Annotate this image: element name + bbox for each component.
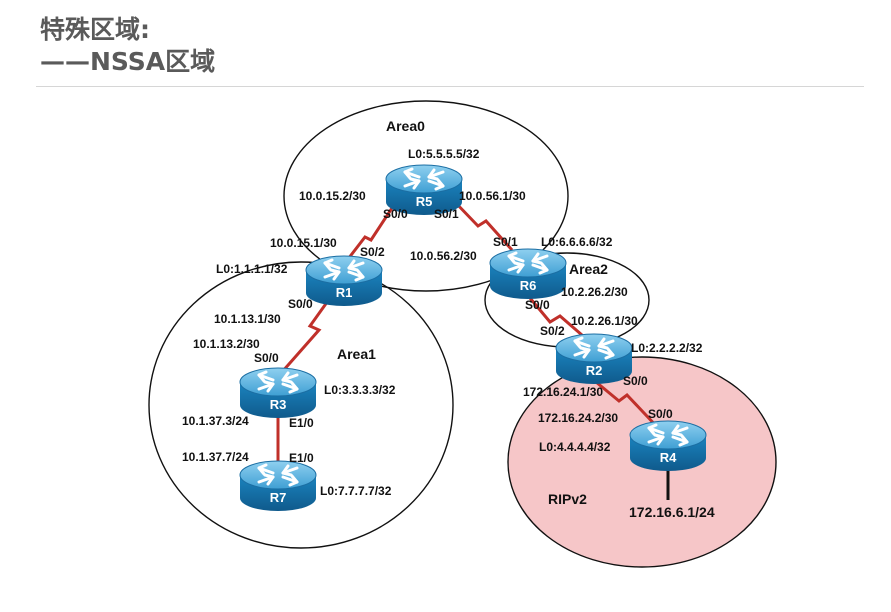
r1-loopback: L0:1.1.1.1/32 [216,262,288,276]
router-r5[interactable]: R5 [384,163,464,217]
r3-r7-link-ip: 10.1.37.3/24 [182,414,249,428]
r2-r4-link-interface: S0/0 [623,374,648,388]
router-r1-name: R1 [336,285,353,300]
router-r2-name: R2 [586,363,603,378]
rip-domain-label: RIPv2 [548,491,587,507]
r5-r6-link-interface: S0/1 [434,207,459,221]
r2-r4-link-ip: 172.16.24.1/30 [523,385,603,399]
area1-ellipse [148,261,454,549]
router-r5-name: R5 [416,194,433,209]
r4-r2-link-interface: S0/0 [648,407,673,421]
external-network-label: 172.16.6.1/24 [629,504,715,520]
r5-r1-link-ip: 10.0.15.2/30 [299,189,366,203]
router-r6-name: R6 [520,278,537,293]
r6-r2-link-interface: S0/0 [525,298,550,312]
header-divider [36,86,864,87]
link-r6-r2 [528,297,591,344]
r6-r2-link-ip: 10.2.26.2/30 [561,285,628,299]
r6-r5-link-interface: S0/1 [493,235,518,249]
title-line-1: 特殊区域: [40,15,150,44]
r3-r1-link-ip: 10.1.13.2/30 [193,337,260,351]
r4-r2-link-ip: 172.16.24.2/30 [538,411,618,425]
router-r2[interactable]: R2 [554,332,634,386]
router-r7-name: R7 [270,490,287,505]
link-r1-r5 [343,204,396,264]
router-r1[interactable]: R1 [304,254,384,308]
router-r6[interactable]: R6 [488,247,568,301]
r5-r6-link-ip: 10.0.56.1/30 [459,189,526,203]
router-r7[interactable]: R7 [238,459,318,513]
r3-r7-link-interface: E1/0 [289,416,314,430]
r3-r1-link-interface: S0/0 [254,351,279,365]
r5-loopback: L0:5.5.5.5/32 [408,147,480,161]
r7-loopback: L0:7.7.7.7/32 [320,484,392,498]
area0-label: Area0 [386,118,425,134]
r6-r5-link-ip: 10.0.56.2/30 [410,249,477,263]
r1-r3-link-ip: 10.1.13.1/30 [214,312,281,326]
r3-loopback: L0:3.3.3.3/32 [324,383,396,397]
page-title: 特殊区域: ——NSSA区域 [40,14,215,78]
link-r2-r4 [595,380,662,432]
r1-r5-link-interface: S0/2 [360,245,385,259]
r7-r3-link-ip: 10.1.37.7/24 [182,450,249,464]
router-r4[interactable]: R4 [628,419,708,473]
r4-loopback: L0:4.4.4.4/32 [539,440,611,454]
r1-r3-link-interface: S0/0 [288,297,313,311]
r2-r6-link-interface: S0/2 [540,324,565,338]
router-r3[interactable]: R3 [238,366,318,420]
title-line-2: ——NSSA区域 [40,47,216,76]
r5-r1-link-interface: S0/0 [383,207,408,221]
area1-label: Area1 [337,346,376,362]
router-r3-name: R3 [270,397,287,412]
r1-r5-link-ip: 10.0.15.1/30 [270,236,337,250]
r7-r3-link-interface: E1/0 [289,451,314,465]
router-r4-name: R4 [660,450,677,465]
area2-label: Area2 [569,261,608,277]
link-r1-r3 [280,297,332,373]
r2-loopback: L0:2.2.2.2/32 [631,341,703,355]
r6-loopback: L0:6.6.6.6/32 [541,235,613,249]
r2-r6-link-ip: 10.2.26.1/30 [571,314,638,328]
link-r5-r6 [451,198,514,252]
